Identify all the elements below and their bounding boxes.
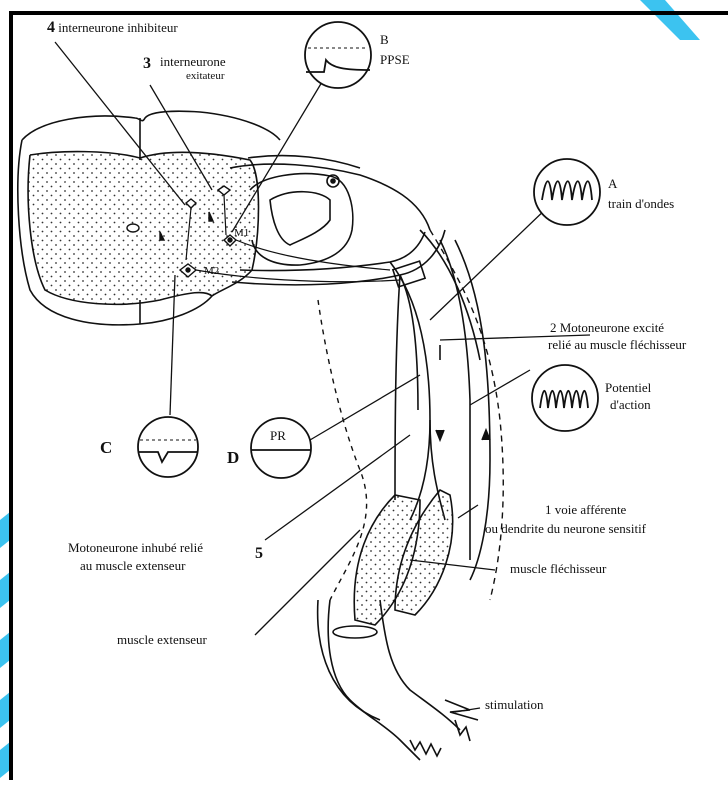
label-voie-afferente: 1 voie afférente xyxy=(545,502,626,517)
label-motoneurone-excite: 2 Motoneurone excité xyxy=(550,320,664,335)
label-m2: M2 xyxy=(204,264,219,279)
scope-c xyxy=(138,417,198,477)
scope-d xyxy=(251,418,311,478)
scope-b xyxy=(305,22,371,88)
label-ppse: PPSE xyxy=(380,52,410,67)
label-5: 5 xyxy=(255,546,263,561)
label-motoneurone-inhibe: Motoneurone inhubé relié xyxy=(68,540,203,555)
label-voie-afferente-2: ou dendrite du neurone sensitif xyxy=(485,521,646,536)
probe-lines xyxy=(55,42,590,712)
label-stimulation: stimulation xyxy=(485,697,544,712)
limb-dashed-outline xyxy=(318,300,367,600)
label-d: D xyxy=(227,450,239,465)
limb xyxy=(318,600,470,760)
muscles xyxy=(333,490,453,638)
label-action: d'action xyxy=(610,397,651,412)
label-motoneurone-inhibe-2: au muscle extenseur xyxy=(80,558,185,573)
label-m1: M1 xyxy=(234,226,249,241)
dorsal-root-ganglion xyxy=(230,156,445,285)
label-interneurone-excitateur: interneurone xyxy=(160,54,226,69)
label-muscle-extenseur: muscle extenseur xyxy=(117,632,207,647)
label-interneurone-excitateur-2: exitateur xyxy=(186,69,224,84)
label-pr: PR xyxy=(270,428,286,443)
label-c: C xyxy=(100,440,112,455)
label-train-ondes: train d'ondes xyxy=(608,196,674,211)
label-potentiel: Potentiel xyxy=(605,380,651,395)
label-interneurone-inhibiteur: 4 interneurone inhibiteur xyxy=(47,20,178,35)
label-a-letter: A xyxy=(608,176,617,191)
scope-action-potential xyxy=(532,365,598,431)
label-interneurone-excitateur-num: 3 xyxy=(143,56,151,71)
label-b-letter: B xyxy=(380,32,389,47)
scope-a xyxy=(534,159,600,225)
label-motoneurone-excite-2: relié au muscle fléchisseur xyxy=(548,337,686,352)
label-muscle-flechisseur: muscle fléchisseur xyxy=(510,561,606,576)
stimulation-icon xyxy=(445,700,478,720)
